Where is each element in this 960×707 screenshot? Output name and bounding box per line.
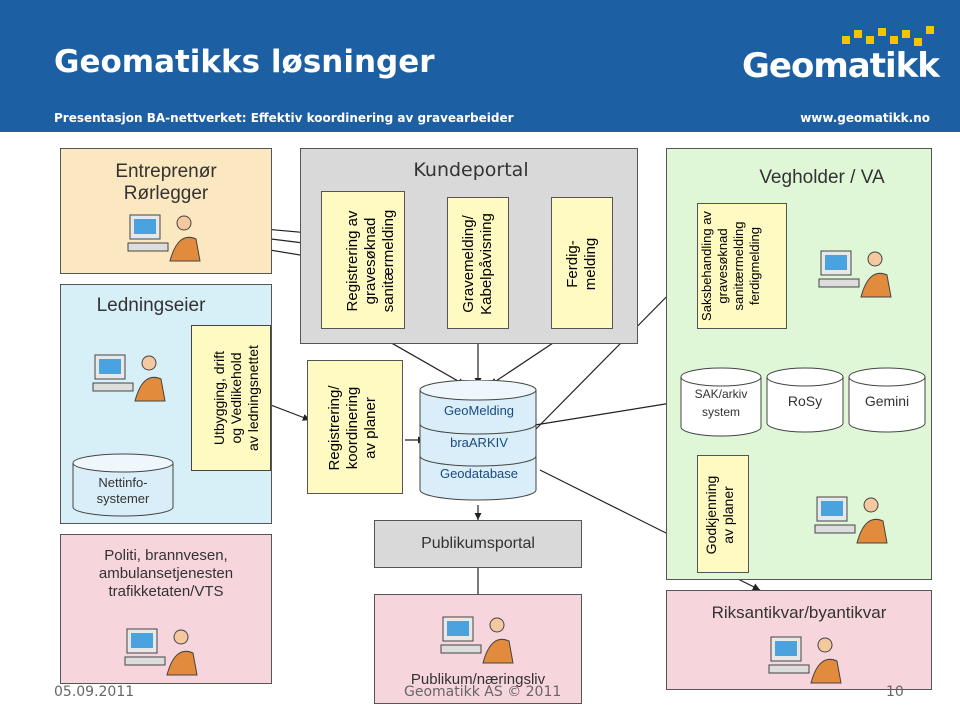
godkjenning-label: Godkjenning av planer: [703, 475, 736, 555]
owner-box: Ledningseier Utbygging, drift og Vedlike…: [60, 284, 272, 524]
vegholder-box: Vegholder / VA Saksbehandling av gravesø…: [666, 148, 932, 580]
publikum-box: Publikum/næringsliv: [374, 594, 582, 704]
vegholder-title: Vegholder / VA: [759, 167, 885, 188]
ferdigmelding-label: Ferdig- melding: [564, 237, 599, 291]
subtitle-bar: Presentasjon BA-nettverket: Effektiv koo…: [0, 105, 960, 132]
owner-title: Ledningseier: [96, 295, 206, 316]
slide-title: Geomatikks løsninger: [54, 44, 435, 80]
saksbehandling-label: Saksbehandling av gravesøknad sanitærmel…: [699, 211, 762, 321]
registration-label: Registrering av gravesøknad sanitærmeldi…: [344, 209, 397, 313]
computer-user-icon: [814, 496, 888, 544]
computer-user-icon: [127, 214, 201, 262]
braarkiv-label: braARKIV: [450, 435, 508, 450]
kundeportal-box: Kundeportal Registrering av gravesøknad …: [300, 148, 638, 344]
computer-user-icon: [440, 616, 514, 664]
gemini-label: Gemini: [864, 393, 910, 409]
reg-koord-label: Registrering/ koordinering av planer: [326, 385, 379, 471]
emergency-label: Politi, brannvesen, ambulansetjenesten t…: [98, 547, 234, 600]
publikumsportal-label: Publikumsportal: [421, 535, 535, 552]
gravemelding-column: Gravemelding/ Kabelpåvisning: [447, 197, 509, 329]
contractor-box: Entreprenør Rørlegger: [60, 148, 272, 274]
owner-operations-box: Utbygging, drift og Vedlikehold av ledni…: [191, 325, 271, 471]
contractor-title: Entreprenør Rørlegger: [115, 161, 217, 204]
sak-arkiv-line1: SAK/arkiv: [694, 387, 748, 401]
owner-operations-label: Utbygging, drift og Vedlikehold av ledni…: [211, 345, 261, 451]
riksantikvar-label: Riksantikvar/byantikvar: [711, 603, 887, 622]
header-band: [0, 0, 960, 105]
kundeportal-title: Kundeportal: [413, 159, 529, 181]
computer-user-icon: [768, 636, 842, 684]
netinfo-label: Nettinfo- systemer: [96, 475, 150, 506]
footer-copyright: Geomatikk AS © 2011: [404, 684, 562, 700]
geomatikk-logo: Geomatikk: [742, 24, 942, 86]
footer-page-number: 10: [886, 684, 904, 700]
sak-arkiv-label: SAK/arkiv system: [679, 385, 763, 421]
presentation-subtitle: Presentasjon BA-nettverket: Effektiv koo…: [54, 111, 514, 125]
registration-column: Registrering av gravesøknad sanitærmeldi…: [321, 191, 405, 329]
computer-user-icon: [92, 354, 166, 402]
emergency-box: Politi, brannvesen, ambulansetjenesten t…: [60, 534, 272, 684]
gravemelding-label: Gravemelding/ Kabelpåvisning: [460, 213, 495, 315]
netinfo-database: [72, 453, 174, 517]
logo-dots-icon: [842, 26, 934, 46]
slide-header: Geomatikks løsninger Geomatikk Presentas…: [0, 0, 960, 132]
logo-text: Geomatikk: [742, 46, 940, 86]
geodatabase-label: Geodatabase: [439, 466, 519, 481]
geomelding-label: GeoMelding: [443, 403, 515, 418]
database-stack: [419, 380, 537, 501]
ferdigmelding-column: Ferdig- melding: [551, 197, 613, 329]
website-link[interactable]: www.geomatikk.no: [800, 111, 930, 125]
rosy-database: [766, 367, 844, 433]
sak-arkiv-database: [680, 367, 762, 437]
publikumsportal-box: Publikumsportal: [374, 520, 582, 568]
rosy-label: RoSy: [787, 393, 823, 409]
godkjenning-box: Godkjenning av planer: [697, 455, 749, 573]
sak-arkiv-line2: system: [701, 405, 740, 419]
gemini-database: [848, 367, 926, 433]
computer-user-icon: [124, 628, 198, 676]
computer-user-icon: [818, 250, 892, 298]
reg-koord-box: Registrering/ koordinering av planer: [307, 360, 403, 494]
footer-date: 05.09.2011: [54, 684, 135, 700]
publikum-label: Publikum/næringsliv: [410, 671, 546, 688]
saksbehandling-box: Saksbehandling av gravesøknad sanitærmel…: [697, 203, 787, 329]
riksantikvar-box: Riksantikvar/byantikvar: [666, 590, 932, 690]
